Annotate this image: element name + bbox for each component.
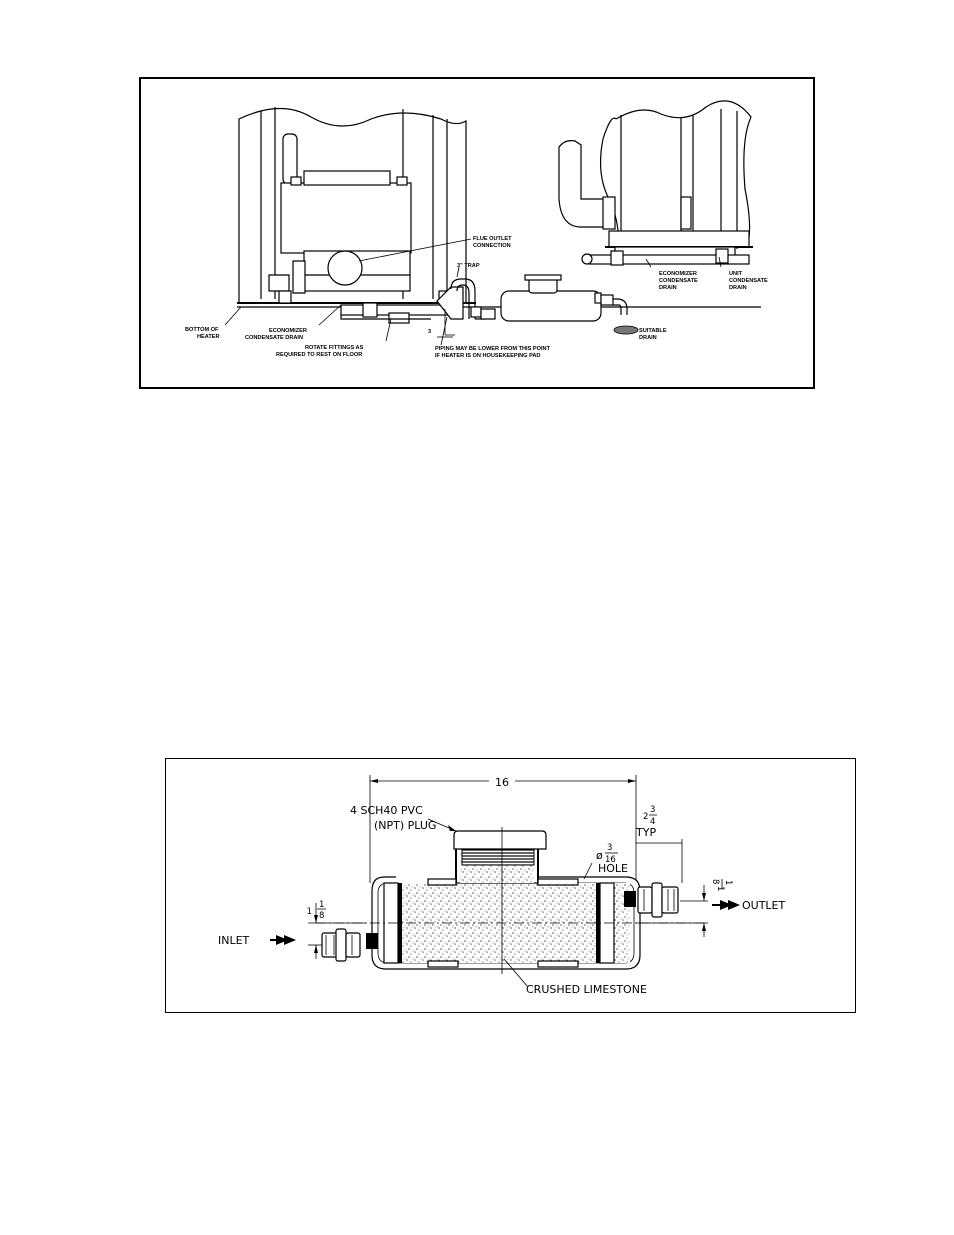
outlet-union — [624, 882, 679, 918]
condensate-drain-piping-figure: FLUE OUTLET CONNECTION 3" TRAP BOTTOM OF… — [139, 77, 815, 389]
inlet-arrow-icon — [270, 935, 296, 945]
overall-length-dimension: 16 — [369, 775, 637, 883]
inlet-label: INLET — [218, 934, 250, 947]
typ-dimension: 2 3 4 TYP — [635, 805, 683, 883]
unit-drain-label: UNIT — [729, 271, 743, 277]
hole-den: 16 — [605, 855, 616, 865]
flue-outlet-label: FLUE OUTLET — [473, 236, 512, 242]
typ-label: TYP — [635, 826, 656, 839]
bottom-of-heater-label-2: HEATER — [197, 334, 220, 340]
economizer-drain-label-2: CONDENSATE DRAIN — [245, 335, 303, 341]
inlet-dim-whole: 1 — [307, 907, 312, 917]
neutralizer-detail-figure: 16 — [165, 758, 856, 1013]
hole-num: 3 — [607, 843, 612, 853]
crushed-limestone-label: CRUSHED LIMESTONE — [526, 983, 647, 996]
condensate-neutralizer-small — [500, 274, 628, 322]
rotate-fittings-label: ROTATE FITTINGS AS — [305, 345, 364, 351]
trap-label: 3" TRAP — [457, 263, 480, 269]
outlet-dim-num: 1 — [723, 880, 733, 885]
suitable-drain-label: SUITABLE — [639, 328, 667, 334]
economizer-drain-right-label-2: CONDENSATE — [659, 278, 698, 284]
economizer-drain-right-label-3: DRAIN — [659, 285, 677, 291]
flue-outlet-label-2: CONNECTION — [473, 243, 511, 249]
typ-den: 4 — [650, 817, 655, 827]
inlet-union — [321, 928, 378, 962]
unit-drain-label-2: CONDENSATE — [729, 278, 768, 284]
bottom-of-heater-label: BOTTOM OF — [185, 327, 219, 333]
economizer-drain-label: ECONOMIZER — [269, 328, 307, 334]
suitable-drain-icon — [613, 325, 639, 335]
hole-label: HOLE — [598, 862, 628, 875]
suitable-drain-label-2: DRAIN — [639, 335, 657, 341]
dim-3-label: 3 — [428, 329, 431, 335]
drain-piping-left — [340, 278, 496, 324]
outlet-arrow-icon — [712, 900, 740, 910]
inlet-dim-num: 1 — [319, 900, 324, 910]
piping-lower-label: PIPING MAY BE LOWER FROM THIS POINT — [435, 346, 551, 352]
plug-label: 4 SCH40 PVC — [350, 804, 423, 817]
condensate-drain-piping-drawing: FLUE OUTLET CONNECTION 3" TRAP BOTTOM OF… — [185, 100, 768, 359]
inlet-offset-dimension: 1 1 8 — [307, 900, 366, 959]
neutralizer-detail-drawing: 16 — [218, 775, 786, 996]
dim-16-label: 16 — [495, 776, 509, 789]
typ-whole: 2 — [643, 812, 648, 822]
piping-lower-label-2: IF HEATER IS ON HOUSEKEEPING PAD — [435, 353, 540, 359]
rotate-fittings-label-2: REQUIRED TO REST ON FLOOR — [276, 352, 362, 358]
hole-dia-symbol: ø — [596, 849, 603, 862]
outlet-dim-whole: 1 — [715, 886, 725, 891]
inlet-dim-den: 8 — [319, 911, 324, 921]
outlet-offset-dimension: 1 1 8 — [636, 879, 733, 937]
heater-cabinet-right — [558, 100, 753, 266]
typ-num: 3 — [650, 805, 655, 815]
unit-drain-label-3: DRAIN — [729, 285, 747, 291]
plug-label-2: (NPT) PLUG — [374, 819, 436, 832]
outlet-dim-den: 8 — [710, 879, 720, 884]
outlet-label: OUTLET — [742, 899, 786, 912]
economizer-drain-right-label: ECONOMIZER — [659, 271, 697, 277]
heater-cabinet-left — [237, 107, 761, 308]
